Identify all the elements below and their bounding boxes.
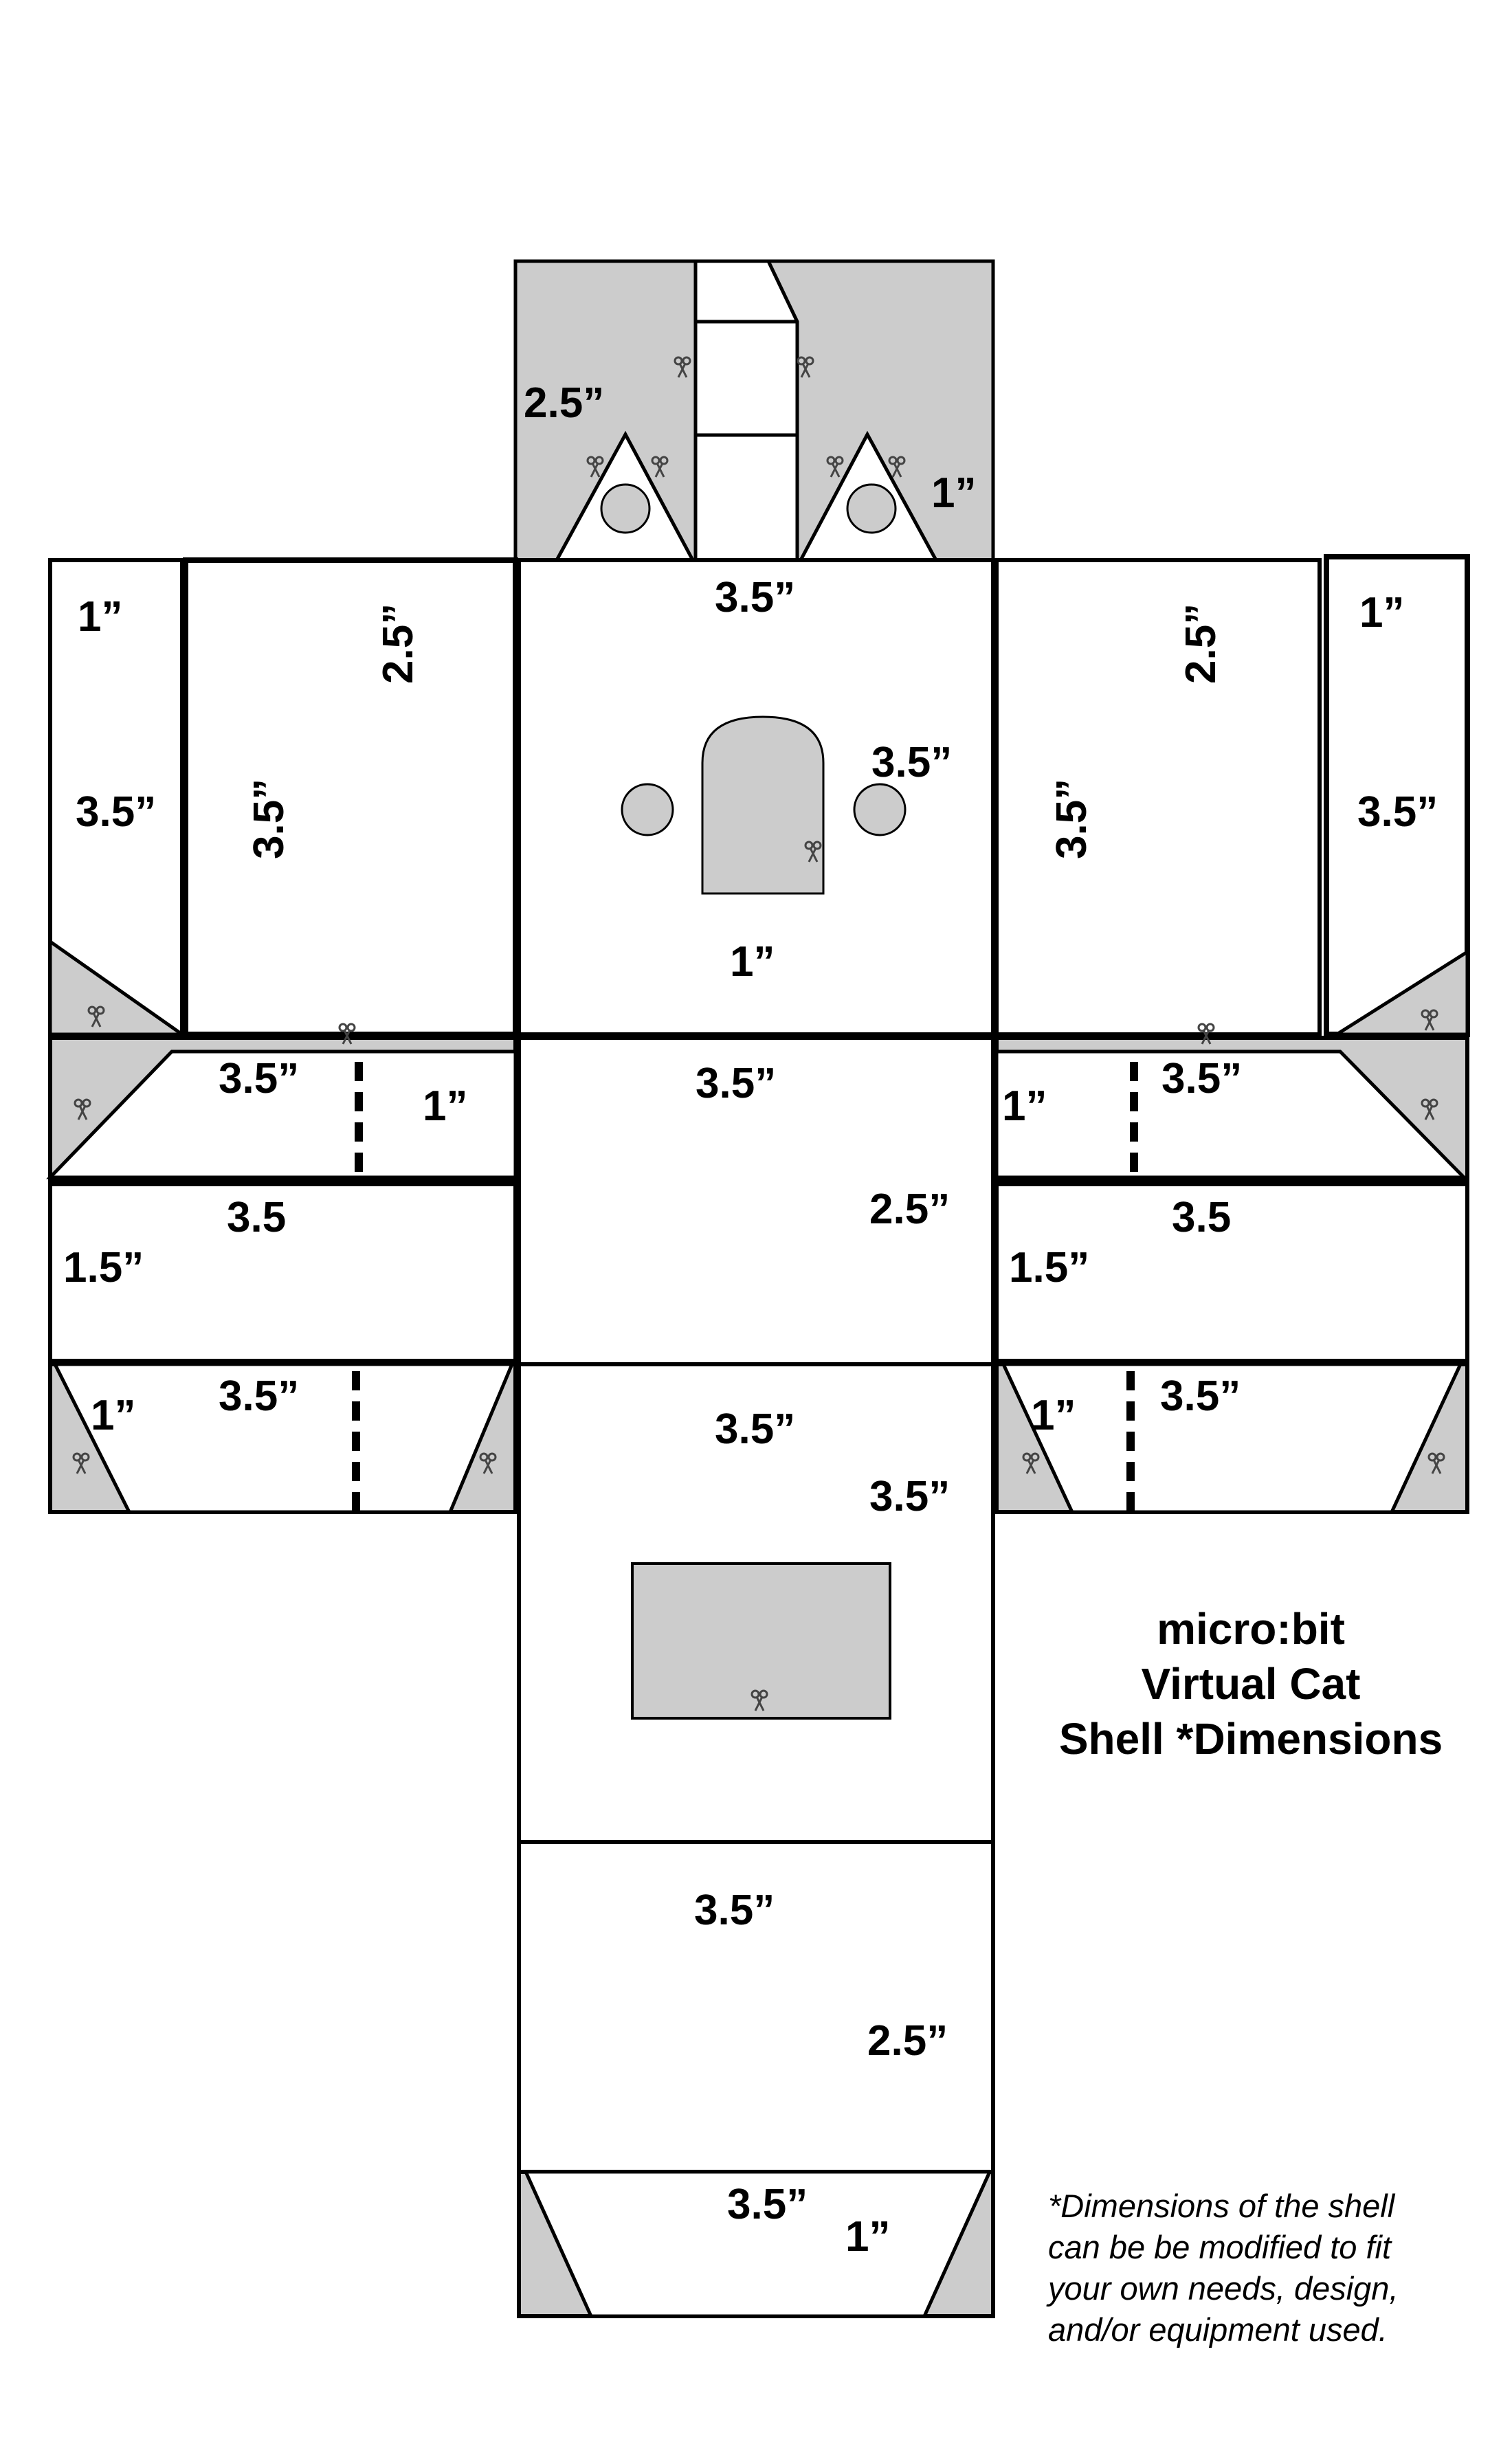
label-right-upper-flap-width: 3.5” [1161, 1055, 1242, 1102]
label-left-lower-flap-width: 3.5” [219, 1373, 299, 1420]
label-right-side-width: 3.5 [1172, 1194, 1231, 1241]
note-line: can be be modified to fit [1048, 2229, 1392, 2265]
left-lower-flap [48, 1362, 518, 1514]
label-right-side-height: 1.5” [1009, 1244, 1089, 1291]
title-line: micro:bit [1157, 1604, 1345, 1654]
right-panel [994, 558, 1322, 1036]
note-line: your own needs, design, [1048, 2270, 1399, 2307]
label-right-lower-flap-width: 3.5” [1160, 1373, 1241, 1420]
label-right-panel-height: 2.5” [1177, 603, 1225, 684]
title-line: Virtual Cat [1141, 1659, 1361, 1709]
right-lower-flap [994, 1362, 1469, 1514]
note-line: and/or equipment used. [1048, 2311, 1388, 2348]
label-left-side-height: 1.5” [63, 1244, 144, 1291]
label-top-panel-width: 3.5” [696, 1060, 776, 1107]
label-right-panel-side: 3.5” [1048, 779, 1096, 859]
label-left-strip-height: 3.5” [76, 788, 156, 836]
left-side-panel [48, 1182, 518, 1363]
dimensions-note: *Dimensions of the shell can be be modif… [1048, 2186, 1495, 2351]
label-bottom-flap-depth: 1” [845, 2213, 890, 2260]
title-line: Shell *Dimensions [1058, 1714, 1443, 1764]
label-bottom-panel-depth: 2.5” [867, 2017, 948, 2065]
label-left-panel-side: 3.5” [245, 779, 293, 859]
left-panel [183, 557, 518, 1037]
diagram-title: micro:bit Virtual Cat Shell *Dimensions [990, 1601, 1512, 1766]
right-side-panel [994, 1182, 1469, 1363]
label-face-bottom: 1” [730, 938, 775, 986]
label-back-width: 3.5” [715, 1406, 795, 1453]
label-face-right: 3.5” [871, 739, 952, 786]
label-face-top: 3.5” [715, 574, 795, 621]
note-line: *Dimensions of the shell [1048, 2188, 1395, 2224]
right-upper-flap [994, 1023, 1469, 1183]
face-panel [517, 558, 995, 1036]
label-left-lower-flap-depth: 1” [91, 1392, 135, 1439]
label-top-flap-side: 2.5” [524, 379, 604, 427]
head-top-flap [513, 259, 995, 562]
bottom-panel [517, 1840, 995, 2174]
label-bottom-flap-width: 3.5” [727, 2181, 808, 2228]
back-panel [517, 1362, 995, 1844]
label-top-flap-width: 1” [931, 469, 976, 517]
label-bottom-panel-width: 3.5” [694, 1887, 775, 1934]
left-strip [48, 558, 188, 1036]
label-right-strip-width: 1” [1359, 589, 1404, 636]
label-right-lower-flap-depth: 1” [1031, 1392, 1076, 1439]
label-left-panel-height: 2.5” [375, 603, 422, 684]
label-top-panel-depth: 2.5” [869, 1186, 950, 1233]
label-left-strip-width: 1” [78, 593, 122, 641]
label-left-upper-flap-depth: 1” [423, 1082, 467, 1130]
label-back-height: 3.5” [869, 1473, 950, 1520]
bottom-flap [517, 2170, 995, 2318]
label-right-upper-flap-depth: 1” [1002, 1082, 1047, 1130]
label-left-side-width: 3.5 [227, 1194, 286, 1241]
right-strip [1324, 554, 1470, 1037]
label-left-upper-flap-width: 3.5” [219, 1055, 299, 1102]
left-upper-flap [46, 1023, 518, 1183]
label-right-strip-height: 3.5” [1357, 788, 1438, 836]
top-panel [517, 1036, 995, 1366]
